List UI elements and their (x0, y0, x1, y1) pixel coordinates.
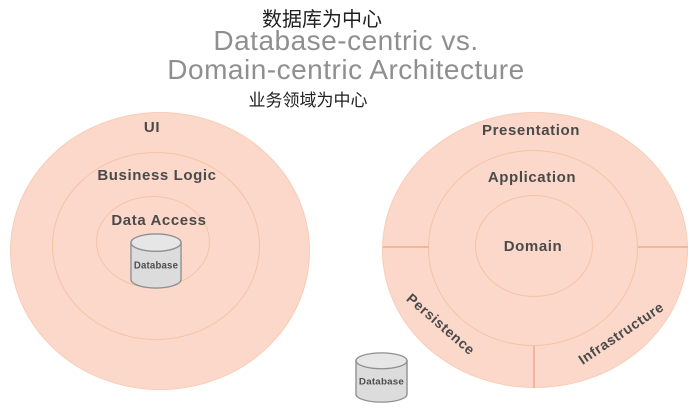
cylinder-body (130, 241, 182, 289)
annotation-domain-centric-zh: 业务领域为中心 (248, 91, 368, 110)
ring-label-application: Application (487, 169, 577, 186)
ring-label-business-logic: Business Logic (97, 167, 217, 184)
page-title-line1: Database-centric vs. (213, 25, 479, 56)
segment-divider-right (638, 246, 688, 248)
database-cylinder-shape: Database (130, 233, 182, 289)
cylinder-top (130, 233, 182, 253)
database-cylinder-icon: Database (130, 233, 182, 289)
annotation-database-centric-zh: 数据库为中心 (262, 9, 382, 31)
database-cylinder-shape: Database (355, 352, 408, 403)
ring-label-ui: UI (143, 119, 161, 136)
left-middle-ring (52, 152, 260, 340)
ring-label-data-access: Data Access (111, 212, 207, 229)
database-label: Database (134, 261, 179, 272)
cylinder-body (355, 360, 408, 403)
cylinder-top (355, 352, 408, 370)
page-title-line2: Domain-centric Architecture (167, 54, 525, 85)
database-label: Database (359, 377, 404, 386)
segment-divider-left (383, 246, 429, 248)
segment-divider-bottom (533, 346, 535, 388)
right-middle-ring (428, 150, 638, 346)
ring-label-presentation: Presentation (481, 122, 581, 139)
external-database-cylinder-icon: Database (355, 352, 408, 403)
ring-label-domain: Domain (503, 238, 563, 255)
right-inner-ring (475, 195, 593, 297)
page-title: Database-centric vs. Domain-centric Arch… (167, 26, 524, 84)
